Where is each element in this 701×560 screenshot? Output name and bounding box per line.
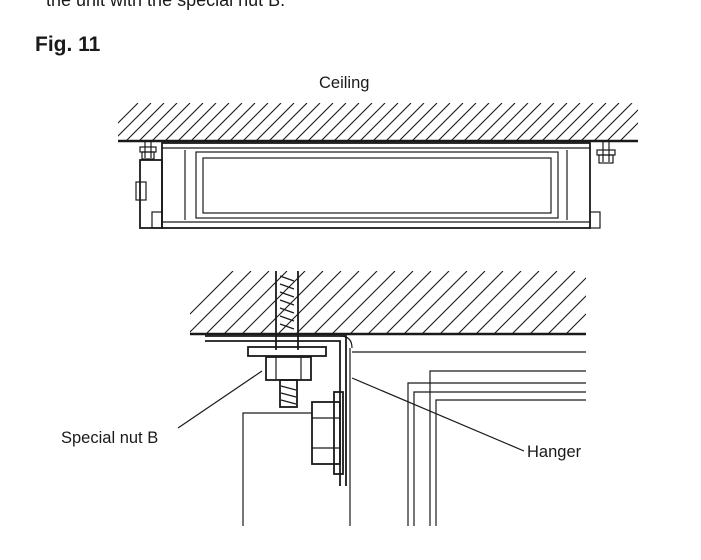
ceiling-label: Ceiling — [319, 74, 370, 92]
left-side-box — [135, 159, 163, 229]
special-nut-b-label: Special nut B — [61, 429, 159, 447]
unit-casing-detail — [242, 348, 586, 526]
special-nut-leader-line — [177, 370, 263, 429]
unit-side-nut — [311, 391, 344, 475]
indoor-unit-body — [161, 142, 591, 229]
figure-label: Fig. 11 — [35, 33, 101, 56]
ceiling-hatch-detail — [190, 271, 586, 334]
hanger-label: Hanger — [527, 443, 582, 461]
hanger-leader-line — [351, 377, 525, 452]
cut-off-instruction-text: the unit with the special nut B. — [46, 0, 286, 10]
left-hanger-bolt-top — [139, 141, 157, 160]
right-hanger-bolt-top — [596, 141, 616, 164]
right-side-box — [589, 211, 601, 229]
hanger-bolt-rod — [275, 271, 299, 350]
special-nut-b — [247, 346, 327, 408]
ceiling-hatch-top — [118, 103, 638, 141]
